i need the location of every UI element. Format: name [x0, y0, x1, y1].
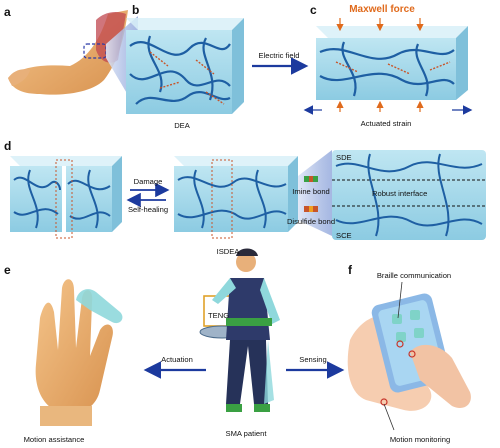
- sma-patient-label: SMA patient: [226, 429, 268, 438]
- maxwell-force-label: Maxwell force: [349, 4, 415, 15]
- sensing-label: Sensing: [299, 355, 326, 364]
- damaged-box: [10, 156, 122, 239]
- panel-label-a: a: [4, 5, 11, 19]
- interface-box: [332, 150, 486, 240]
- robust-interface-label: Robust interface: [372, 189, 427, 198]
- disulfide-bond-label: Disulfide bond: [287, 217, 335, 226]
- sce-label: SCE: [336, 231, 352, 240]
- zoom-cone-d: [298, 150, 332, 236]
- isdea-box: [174, 156, 298, 239]
- phone-illustration: [347, 281, 471, 431]
- bond-legend: [304, 176, 318, 212]
- panel-label-c: c: [310, 3, 317, 17]
- motion-monitoring-label: Motion monitoring: [390, 435, 450, 444]
- dea-label: DEA: [174, 121, 191, 130]
- panel-label-e: e: [4, 263, 11, 277]
- panel-label-d: d: [4, 139, 11, 153]
- sde-label: SDE: [336, 153, 352, 162]
- damage-label: Damage: [134, 177, 163, 186]
- patient-figure: [199, 248, 280, 412]
- motion-assistance-label: Motion assistance: [24, 435, 85, 444]
- isdea-label: ISDEA: [217, 247, 241, 256]
- panel-label-f: f: [348, 263, 353, 277]
- actuation-label: Actuation: [161, 355, 193, 364]
- dea-box: [126, 18, 244, 114]
- actuated-strain-label: Actuated strain: [361, 119, 412, 128]
- electric-field-label: Electric field: [259, 51, 300, 60]
- actuated-box: [303, 18, 473, 115]
- panel-label-b: b: [132, 3, 139, 17]
- teng-label: TENG: [208, 311, 229, 320]
- braille-communication-label: Braille communication: [377, 271, 451, 280]
- hand-illustration: [35, 279, 123, 426]
- damage-arrows: [126, 182, 170, 208]
- imine-bond-label: Imine bond: [292, 187, 330, 196]
- self-healing-label: Self-healing: [128, 205, 168, 214]
